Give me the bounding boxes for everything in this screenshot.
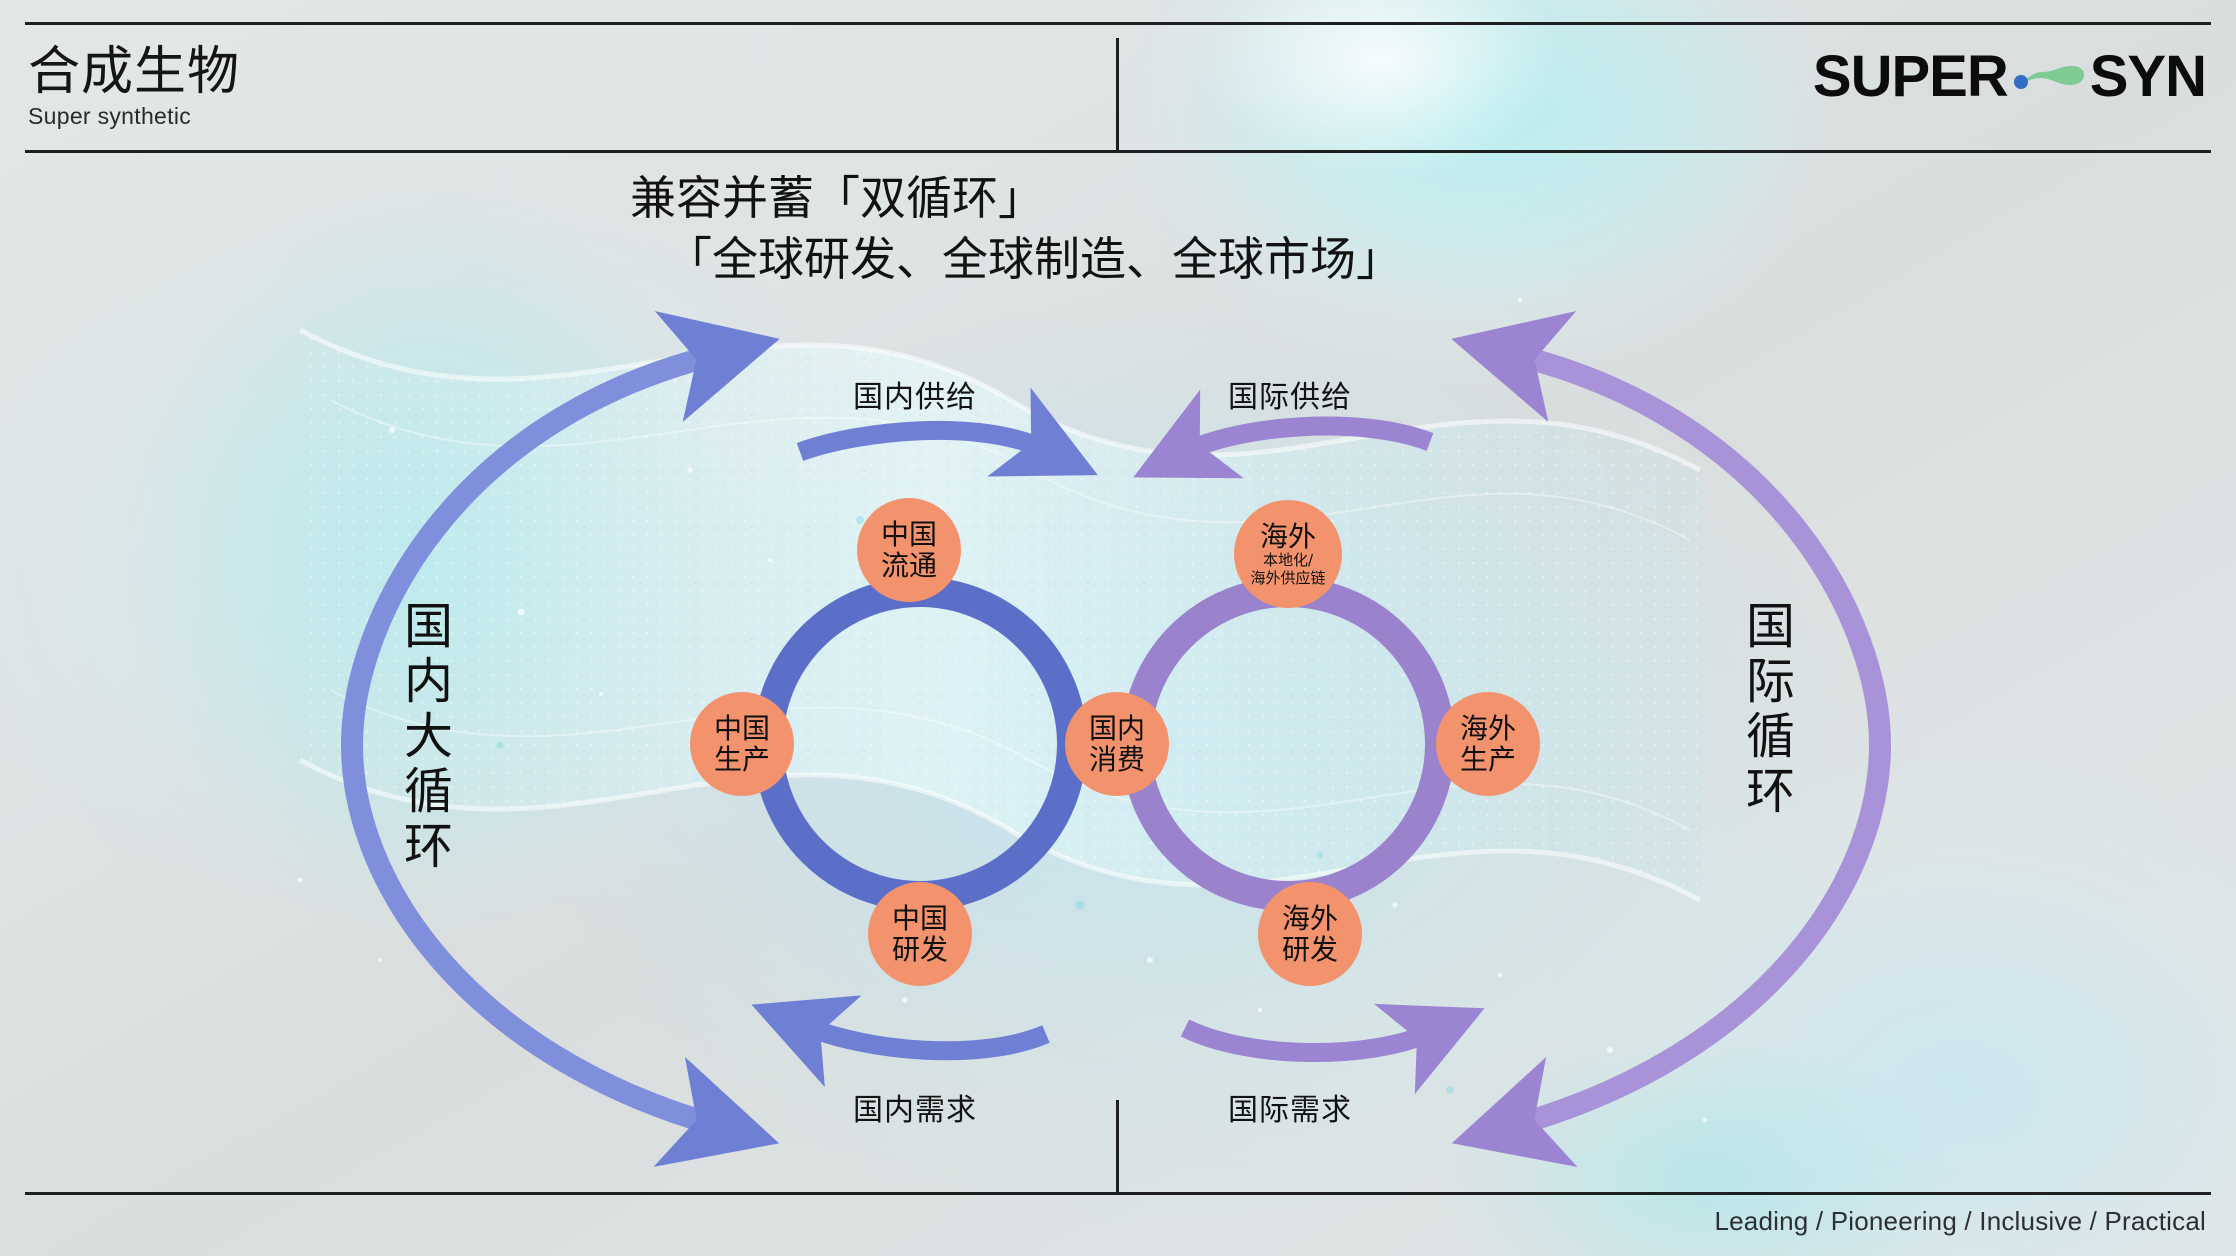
logo-word-super: SUPER xyxy=(1812,44,2009,109)
node-overseas-rd: 海外 研发 xyxy=(1258,882,1362,986)
node-line-2: 生产 xyxy=(713,743,770,776)
node-sub-line-2: 海外供应链 xyxy=(1250,568,1326,587)
node-line-1: 海外 xyxy=(1281,901,1338,935)
node-overseas-production: 海外 生产 xyxy=(1436,692,1540,796)
domestic-supply-arrow xyxy=(796,387,1098,477)
footer-vertical-divider xyxy=(1116,1100,1119,1192)
node-line-1: 海外 xyxy=(1459,711,1516,745)
header-top-rule xyxy=(25,22,2211,25)
header-bottom-rule xyxy=(25,150,2211,153)
page-title: 兼容并蓄「双循环」 「全球研发、全球制造、全球市场」 xyxy=(630,168,1402,289)
header-vertical-divider xyxy=(1116,38,1119,150)
node-overseas-hub: 海外 本地化/ 海外供应链 xyxy=(1234,500,1342,608)
node-line-1: 国内 xyxy=(1088,711,1145,745)
dna-link-icon xyxy=(2013,66,2084,89)
node-china-distribution: 中国 流通 xyxy=(857,498,961,602)
domestic-demand-label: 国内需求 xyxy=(853,1093,977,1128)
node-domestic-consumption: 国内 消费 xyxy=(1065,692,1169,796)
node-line-2: 消费 xyxy=(1088,743,1145,776)
right-ring xyxy=(1121,577,1455,911)
left-outer-arc xyxy=(340,311,780,1167)
international-supply-label: 国际供给 xyxy=(1228,380,1352,415)
logo: SUPER SYN xyxy=(1812,44,2207,109)
left-cycle-caption: 国内大循环 xyxy=(396,600,453,875)
node-line-2: 生产 xyxy=(1459,743,1516,776)
domestic-demand-arrow xyxy=(751,995,1050,1088)
node-sub-line-1: 本地化/ xyxy=(1262,550,1314,569)
logo-word-syn: SYN xyxy=(2089,44,2207,109)
node-line-1: 中国 xyxy=(713,711,770,745)
brand-block: 合成生物 Super synthetic xyxy=(28,46,240,128)
brand-name-cn: 合成生物 xyxy=(28,42,241,102)
page-title-line1: 兼容并蓄「双循环」 xyxy=(630,171,1044,225)
brand-name-en: Super synthetic xyxy=(28,103,192,129)
node-line-2: 流通 xyxy=(880,549,937,582)
node-china-production: 中国 生产 xyxy=(690,692,794,796)
international-demand-label: 国际需求 xyxy=(1228,1093,1352,1128)
right-cycle-caption: 国际循环 xyxy=(1738,600,1795,820)
page-title-line2: 「全球研发、全球制造、全球市场」 xyxy=(666,231,1402,286)
node-line-1: 中国 xyxy=(880,517,937,551)
node-line-2: 研发 xyxy=(1281,933,1338,966)
international-supply-arrow xyxy=(1133,389,1434,479)
right-outer-arc xyxy=(1451,311,1892,1167)
domestic-supply-label: 国内供给 xyxy=(853,380,977,415)
node-line-1: 中国 xyxy=(891,901,948,935)
node-china-rd: 中国 研发 xyxy=(868,882,972,986)
node-line-2: 研发 xyxy=(891,933,948,966)
international-demand-arrow xyxy=(1180,1003,1485,1094)
left-ring xyxy=(753,577,1087,911)
footer-tagline: Leading / Pioneering / Inclusive / Pract… xyxy=(1714,1206,2206,1236)
node-line-1: 海外 xyxy=(1259,519,1316,553)
footer-rule xyxy=(25,1192,2211,1195)
